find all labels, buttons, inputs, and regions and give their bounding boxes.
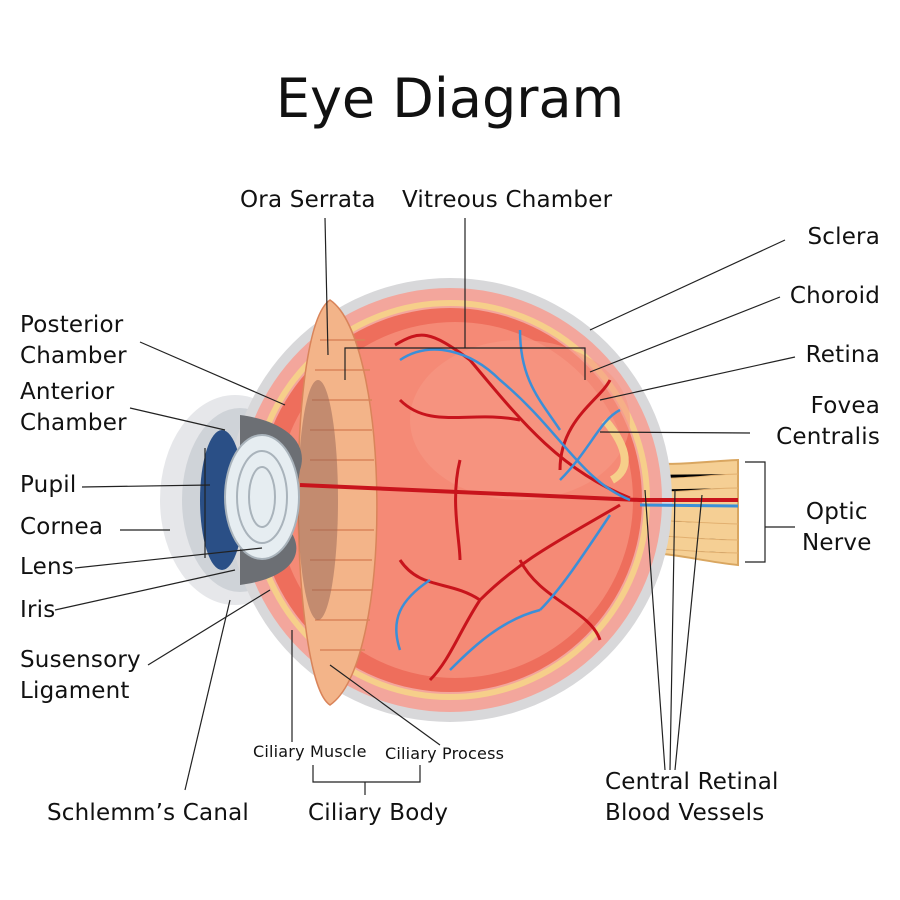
- label-central-retinal-blood-vessels: Central Retinal Blood Vessels: [605, 767, 779, 829]
- label-line: Susensory: [20, 647, 141, 673]
- arteries: [394, 333, 631, 682]
- label-line: Blood Vessels: [605, 800, 765, 826]
- label-schlemms-canal: Schlemm’s Canal: [47, 800, 249, 826]
- label-line: Fovea: [810, 393, 880, 419]
- label-sclera: Sclera: [807, 224, 880, 250]
- label-retina: Retina: [805, 342, 880, 368]
- label-anterior-chamber: Anterior Chamber: [20, 377, 127, 439]
- label-line: Anterior: [20, 379, 115, 405]
- veins: [395, 329, 631, 671]
- label-vitreous-chamber: Vitreous Chamber: [402, 187, 613, 213]
- page-title: Eye Diagram: [275, 67, 625, 130]
- label-ciliary-body: Ciliary Body: [308, 800, 449, 826]
- label-line: Ligament: [20, 678, 130, 704]
- label-line: Nerve: [802, 530, 872, 556]
- label-line: Chamber: [20, 410, 127, 436]
- label-cornea: Cornea: [20, 514, 104, 540]
- label-pupil: Pupil: [20, 472, 77, 498]
- label-optic-nerve: Optic Nerve: [802, 497, 872, 559]
- label-ciliary-muscle: Ciliary Muscle: [253, 742, 367, 761]
- leader-lines: [54, 217, 796, 795]
- label-ciliary-process: Ciliary Process: [385, 744, 505, 763]
- label-line: Central Retinal: [605, 769, 779, 795]
- label-choroid: Choroid: [789, 283, 880, 309]
- label-iris: Iris: [20, 597, 56, 623]
- label-ora-serrata: Ora Serrata: [240, 187, 376, 213]
- label-line: Posterior: [20, 312, 124, 338]
- label-lens: Lens: [20, 554, 74, 580]
- label-line: Chamber: [20, 343, 127, 369]
- label-suspensory-ligament: Susensory Ligament: [20, 645, 141, 707]
- label-fovea-centralis: Fovea Centralis: [776, 391, 880, 453]
- label-line: Centralis: [776, 424, 880, 450]
- label-line: Optic: [805, 499, 868, 525]
- label-posterior-chamber: Posterior Chamber: [20, 310, 127, 372]
- central-retinal-vessels: [299, 483, 738, 502]
